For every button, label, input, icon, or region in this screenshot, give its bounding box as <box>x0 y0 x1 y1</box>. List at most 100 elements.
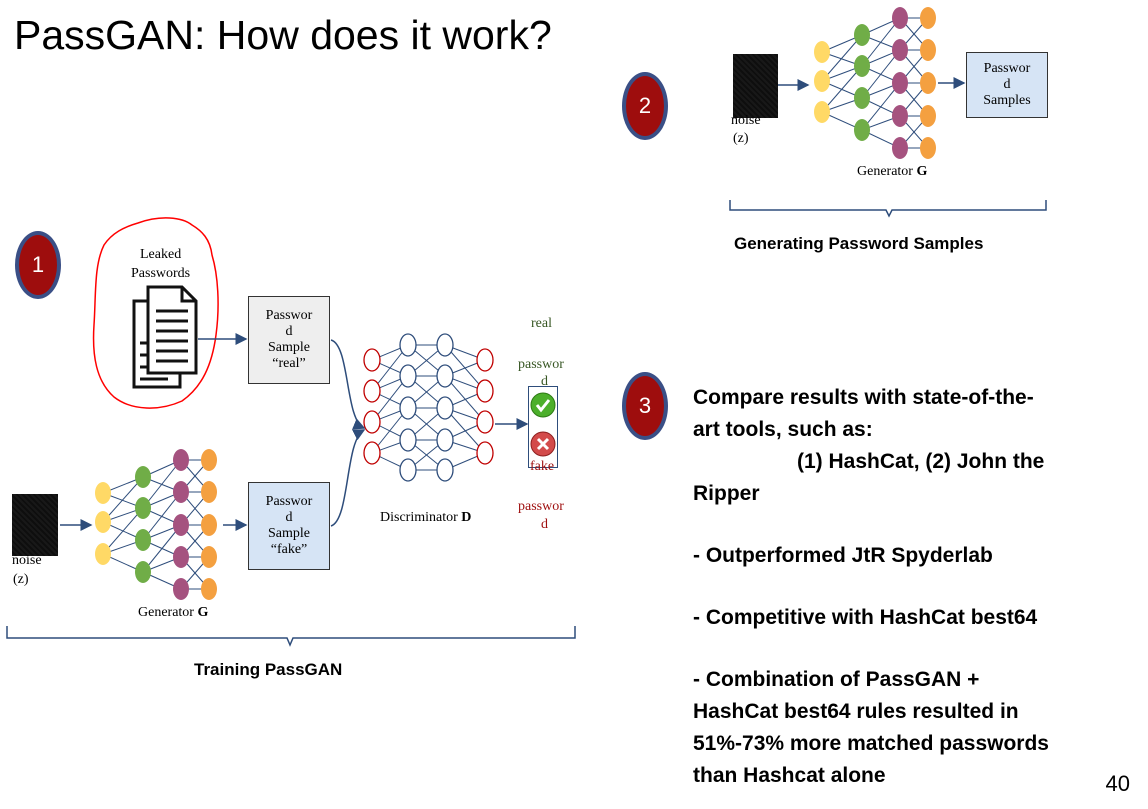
network-node <box>436 364 454 388</box>
step-badge-3: 3 <box>622 372 668 440</box>
network-node <box>173 578 189 600</box>
network-node <box>363 441 381 465</box>
generator-label-train: Generator G <box>138 605 208 621</box>
step-badge-1: 1 <box>15 231 61 299</box>
network-node <box>854 24 870 46</box>
compare-line: art tools, such as: <box>693 418 873 441</box>
network-edge <box>102 507 144 555</box>
compare-line: Compare results with state-of-the- <box>693 386 1034 409</box>
network-edge <box>142 491 182 541</box>
network-node <box>399 458 417 482</box>
fake-sample-box: Passwor d Sample “fake” <box>248 482 330 570</box>
decision-box <box>528 386 558 468</box>
network-node <box>814 101 830 123</box>
network-node <box>173 449 189 471</box>
password-samples-box: Passwor d Samples <box>966 52 1048 118</box>
network-node <box>95 511 111 533</box>
network-node <box>135 466 151 488</box>
network-node <box>201 578 217 600</box>
network-edge <box>142 459 182 509</box>
network-edge <box>821 65 863 113</box>
network-node <box>854 55 870 77</box>
compare-line: 51%-73% more matched passwords <box>693 732 1049 755</box>
network-node <box>814 70 830 92</box>
network-node <box>173 546 189 568</box>
network-node <box>95 482 111 504</box>
network-node <box>892 7 908 29</box>
real-sample-box: Passwor d Sample “real” <box>248 296 330 384</box>
network-node <box>201 481 217 503</box>
noise-sub-train: (z) <box>13 572 29 587</box>
generator-label-text: Generator <box>857 164 913 179</box>
leaked-label-2: Passwords <box>131 266 191 281</box>
generator-symbol: G <box>916 164 928 179</box>
network-node <box>135 529 151 551</box>
compare-line: - Outperformed JtR Spyderlab <box>693 544 993 567</box>
fake-sample-line: “fake” <box>270 542 308 557</box>
generator-network-train <box>60 449 248 600</box>
network-node <box>201 514 217 536</box>
check-icon <box>530 392 556 418</box>
network-node <box>399 396 417 420</box>
real-sample-line: d <box>285 324 293 339</box>
real-sample-line: Passwor <box>265 308 313 323</box>
network-node <box>173 514 189 536</box>
compare-line <box>693 510 1143 540</box>
noise-image-train <box>12 494 58 556</box>
network-node <box>201 449 217 471</box>
generating-caption: Generating Password Samples <box>734 234 984 253</box>
noise-label-train: noise <box>12 553 42 568</box>
compare-line <box>693 572 1143 602</box>
discriminator-label: Discriminator D <box>380 510 471 526</box>
fake-sample-line: Sample <box>268 526 310 541</box>
network-node <box>363 379 381 403</box>
compare-line <box>693 634 1143 664</box>
network-node <box>854 119 870 141</box>
training-brace <box>6 626 576 647</box>
slide-title: PassGAN: How does it work? <box>14 12 552 58</box>
compare-line: Ripper <box>693 482 760 505</box>
real-sample-line: Sample <box>268 340 310 355</box>
network-node <box>920 105 936 127</box>
generator-label-generate: Generator G <box>857 164 927 180</box>
generating-brace <box>729 200 1047 218</box>
compare-line: (1) HashCat, (2) John the <box>797 450 1045 473</box>
network-node <box>476 441 494 465</box>
network-node <box>920 39 936 61</box>
fake-label-1: fake <box>530 459 555 474</box>
network-node <box>436 333 454 357</box>
network-node <box>476 348 494 372</box>
cross-icon <box>530 431 556 457</box>
leaked-label-1: Leaked <box>140 247 182 262</box>
noise-image-generate <box>733 54 778 118</box>
discriminator-network <box>363 333 529 482</box>
network-edge <box>102 476 144 523</box>
network-node <box>399 364 417 388</box>
network-node <box>399 333 417 357</box>
network-node <box>476 410 494 434</box>
network-node <box>95 543 111 565</box>
real-label-1: real <box>531 316 552 331</box>
fake-label-3: d <box>541 517 548 532</box>
network-node <box>920 72 936 94</box>
leaked-highlight <box>92 217 219 409</box>
network-edge <box>861 17 901 67</box>
network-node <box>892 105 908 127</box>
compare-line: - Competitive with HashCat best64 <box>693 606 1038 629</box>
network-node <box>399 428 417 452</box>
network-node <box>476 379 494 403</box>
discriminator-symbol: D <box>461 510 472 525</box>
network-node <box>173 481 189 503</box>
step-badge-2: 2 <box>622 72 668 140</box>
network-node <box>436 458 454 482</box>
network-edge <box>142 524 182 573</box>
noise-sub-generate: (z) <box>733 131 749 146</box>
network-node <box>363 348 381 372</box>
network-node <box>201 546 217 568</box>
password-samples-line: Samples <box>983 93 1031 108</box>
training-caption: Training PassGAN <box>194 660 343 679</box>
compare-line: - Combination of PassGAN + <box>693 668 980 691</box>
fake-label-2: passwor <box>518 499 564 514</box>
network-node <box>135 561 151 583</box>
compare-text: Compare results with state-of-the- art t… <box>693 382 1143 792</box>
